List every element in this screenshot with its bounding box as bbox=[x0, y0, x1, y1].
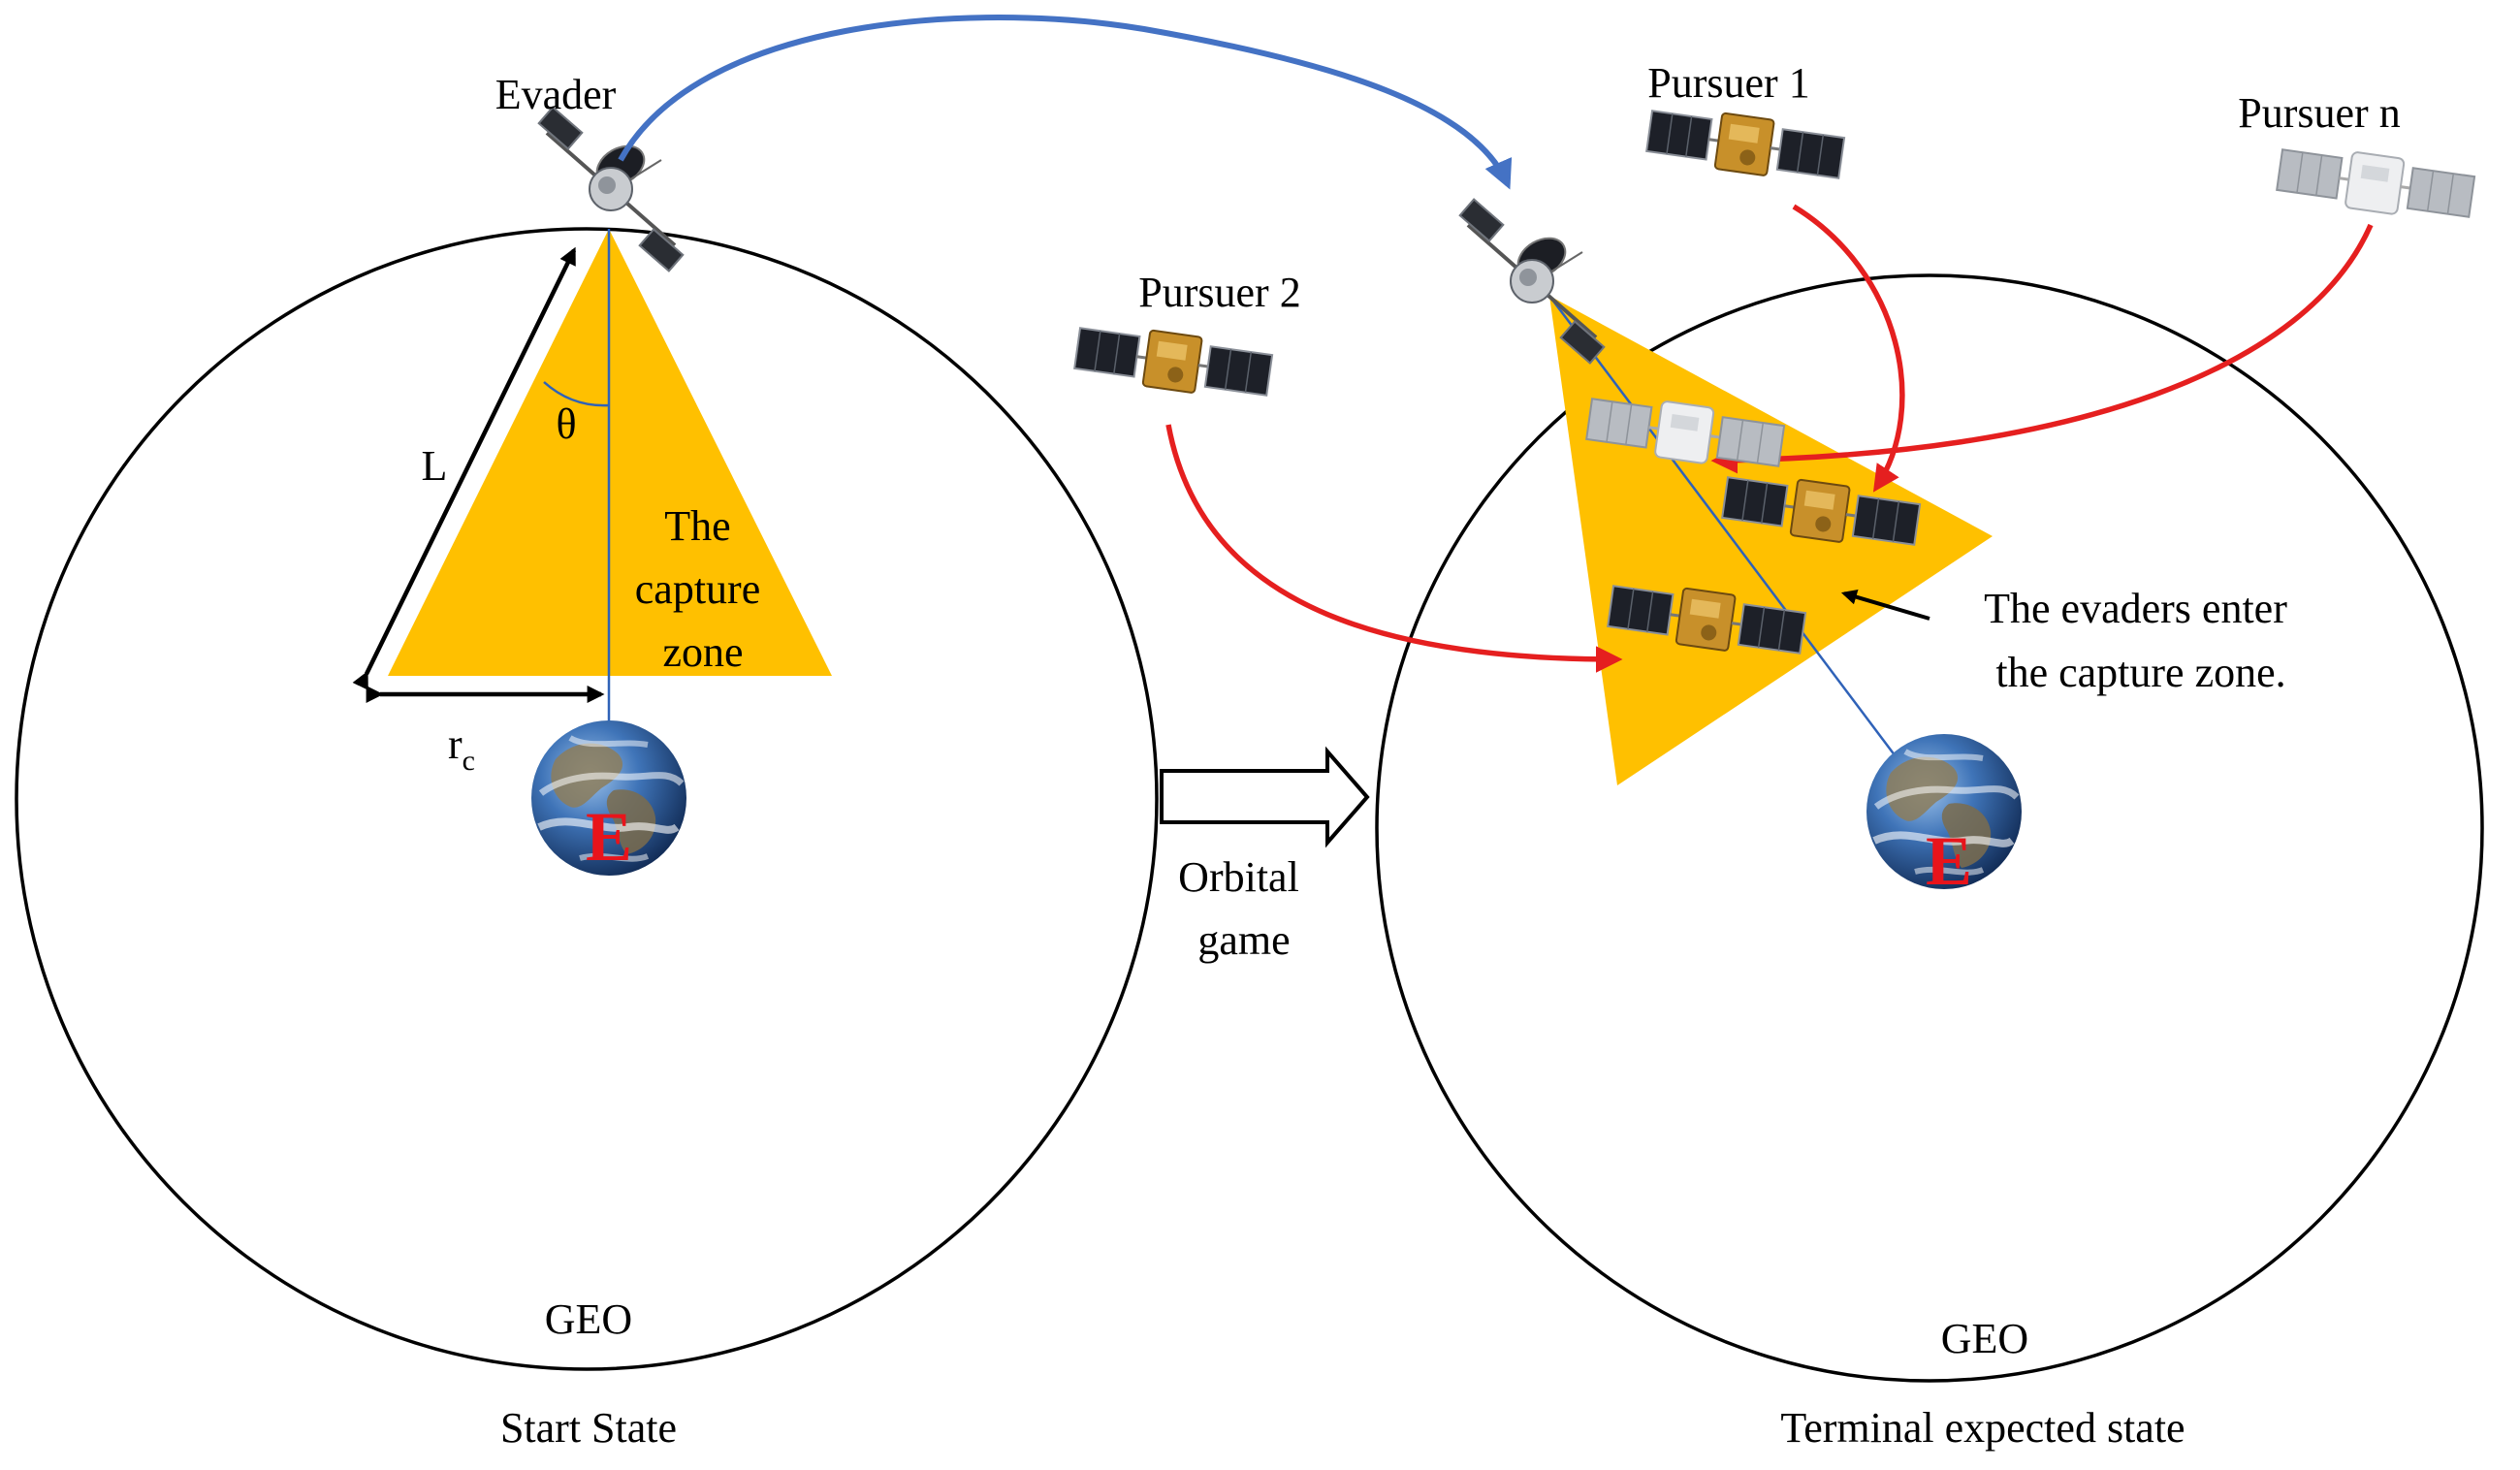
capture-zone-line-3: zone bbox=[662, 628, 743, 676]
terminal-evader-satellite-icon bbox=[1457, 197, 1607, 366]
theta-label: θ bbox=[556, 400, 576, 448]
pursuer-1-label: Pursuer 1 bbox=[1647, 59, 1809, 107]
annotation-line-1: The evaders enter bbox=[1984, 585, 2287, 632]
terminal-earth-label: E bbox=[1926, 822, 1972, 900]
start-geo-orbit bbox=[15, 227, 1159, 1371]
pursuer-n-arrow bbox=[1710, 223, 2374, 474]
pursuer-n-label: Pursuer n bbox=[2238, 89, 2400, 137]
start-geo-label: GEO bbox=[545, 1295, 632, 1343]
pursuer-n-satellite-icon bbox=[2274, 140, 2477, 227]
capture-zone-line-1: The bbox=[664, 502, 730, 550]
annotation-pointer-arrow bbox=[1840, 589, 1930, 621]
radius-label-sub: c bbox=[463, 745, 475, 777]
start-state-caption: Start State bbox=[500, 1404, 677, 1452]
orbital-game-line-2: game bbox=[1197, 916, 1290, 964]
pursuer-1-satellite-icon bbox=[1643, 101, 1847, 188]
pursuer-2-label: Pursuer 2 bbox=[1138, 269, 1300, 316]
annotation-line-2: the capture zone. bbox=[1995, 649, 2285, 696]
length-arrow bbox=[352, 246, 577, 690]
radius-label-main: r bbox=[448, 720, 463, 768]
capture-zone-line-2: capture bbox=[635, 565, 760, 613]
pursuer-2-arrow bbox=[1165, 424, 1623, 673]
terminal-geo-orbit bbox=[1375, 273, 2484, 1383]
evaders-enter-annotation: The evaders enter the capture zone. bbox=[1984, 585, 2298, 696]
start-earth-label: E bbox=[586, 798, 632, 876]
orbital-game-label: Orbital game bbox=[1178, 853, 1310, 964]
terminal-geo-label: GEO bbox=[1941, 1315, 2028, 1362]
terminal-capture-zone bbox=[1549, 296, 1993, 785]
capture-zone-text: The capture zone bbox=[635, 502, 771, 676]
hollow-right-arrow-icon bbox=[1160, 746, 1370, 848]
terminal-sight-line bbox=[1548, 295, 1940, 815]
terminal-state-caption: Terminal expected state bbox=[1780, 1404, 2185, 1452]
pursuer-2-satellite-icon bbox=[1071, 318, 1275, 405]
radius-label: rc bbox=[448, 720, 475, 777]
length-label: L bbox=[422, 442, 448, 490]
start-state-panel: E Evader L θ The capture zone rc GEO Sta… bbox=[15, 71, 1159, 1452]
evader-label: Evader bbox=[495, 71, 617, 118]
terminal-state-panel: E Pursuer 1 Pursuer 2 Pursuer n The evad… bbox=[1071, 59, 2484, 1452]
evader-transfer-arrow bbox=[618, 15, 1513, 190]
transition-group: Orbital game bbox=[618, 15, 1513, 964]
orbital-game-line-1: Orbital bbox=[1178, 853, 1299, 901]
